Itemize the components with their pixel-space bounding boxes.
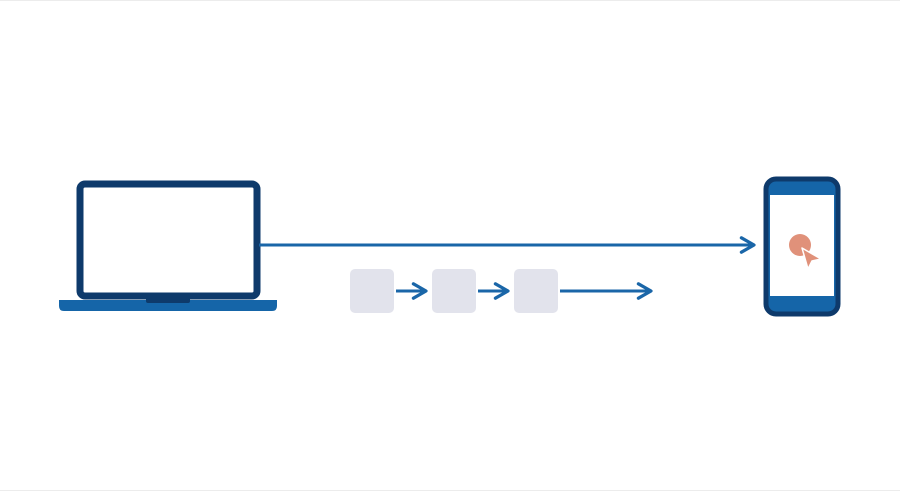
step-box-1 [350, 269, 394, 313]
step-box-3 [514, 269, 558, 313]
laptop-icon [59, 180, 277, 311]
tap-cursor-icon [789, 234, 822, 270]
step-box-2 [432, 269, 476, 313]
